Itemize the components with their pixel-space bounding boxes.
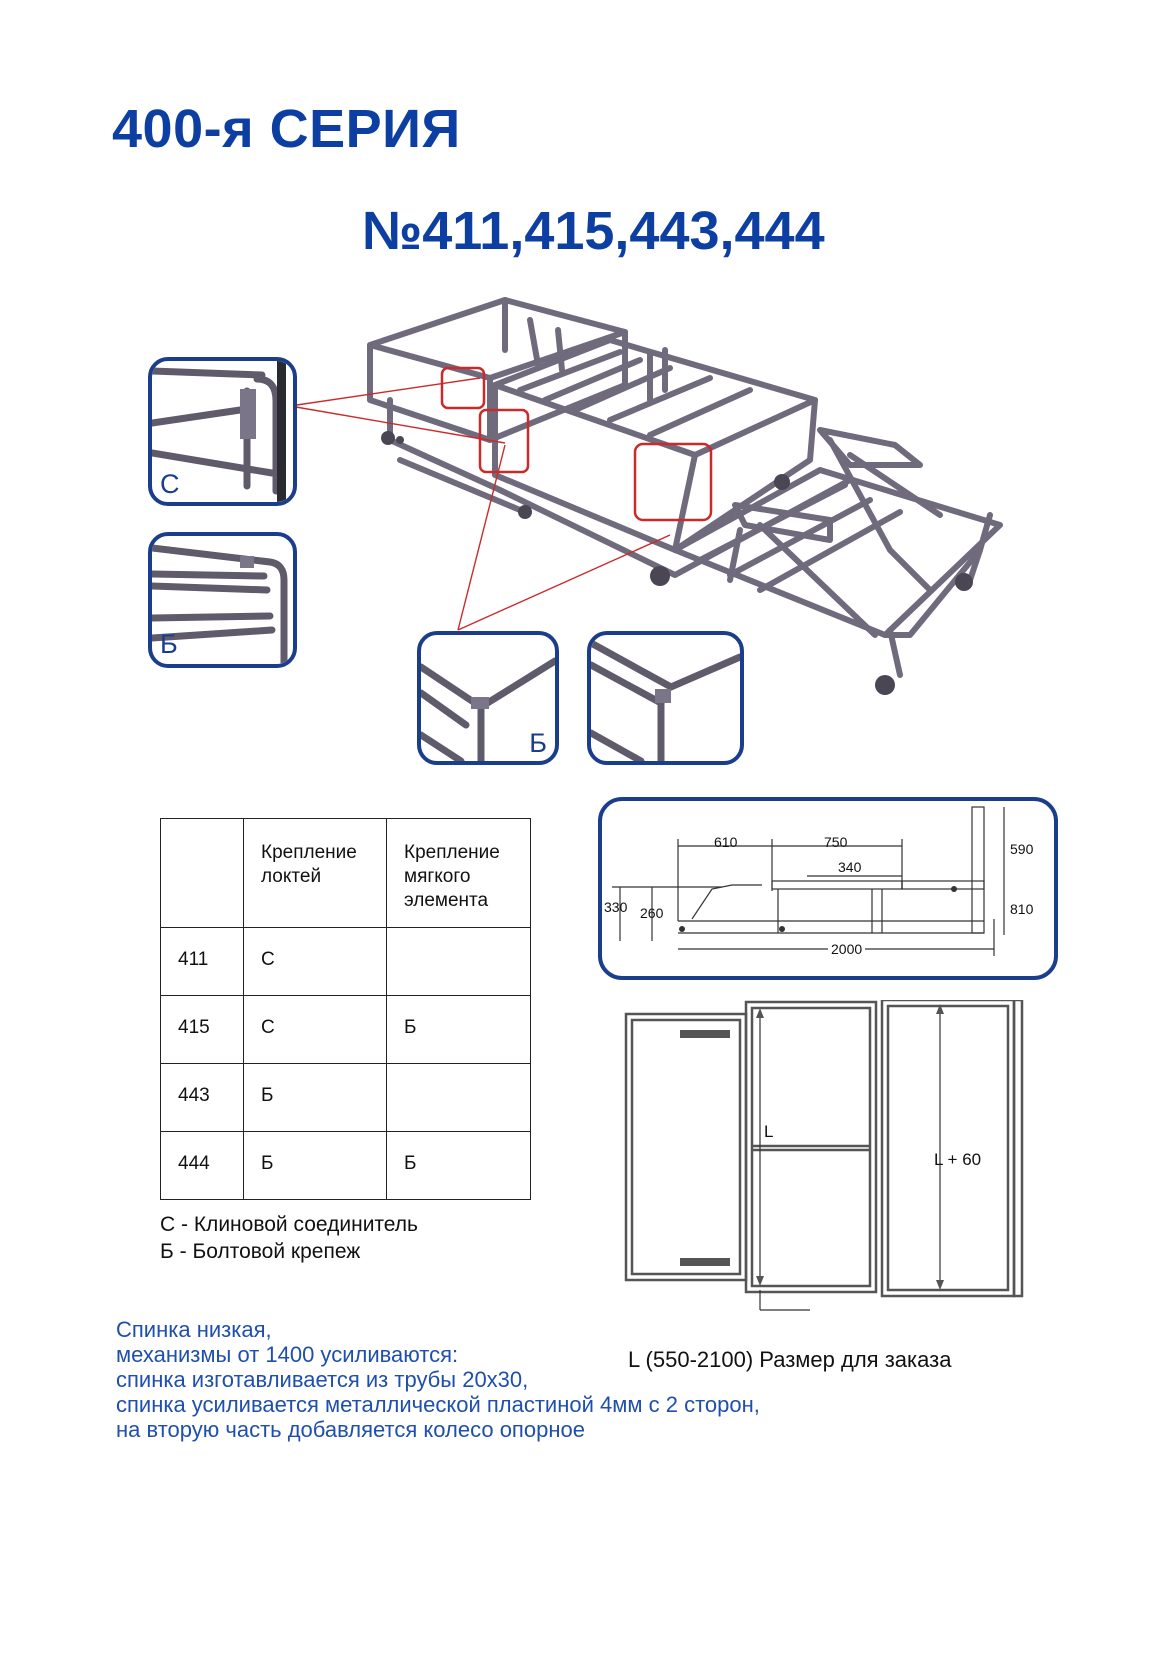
model-numbers: №411,415,443,444 (362, 201, 825, 261)
detail-box-frame-corner (587, 631, 744, 765)
note-line: Спинка низкая, (116, 1317, 272, 1342)
legend-b: Б - Болтовой крепеж (160, 1240, 361, 1263)
table-cell: 415 (160, 995, 244, 1064)
dim-2000: 2000 (828, 941, 866, 957)
series-title: 400-я СЕРИЯ (112, 99, 461, 159)
table-cell: 443 (160, 1063, 244, 1132)
plan-outer-length-label: L + 60 (934, 1150, 982, 1169)
detail-letter-b-middle: Б (529, 728, 547, 758)
note-line: на вторую часть добавляется колесо опорн… (116, 1417, 585, 1442)
frame-corner-closeup (591, 639, 740, 761)
table-row: 444 Б Б (160, 1131, 531, 1200)
table-cell: Б (243, 1131, 387, 1200)
table-header-row: Крепление локтей Крепление мягкого элеме… (160, 818, 531, 928)
note-line: спинка изготавливается из трубы 20х30, (116, 1367, 529, 1392)
folding-bed-mechanism-illustration (367, 297, 1003, 695)
dim-610: 610 (714, 834, 738, 850)
detail-letter-c: С (160, 469, 180, 499)
dim-340: 340 (838, 859, 862, 875)
table-header-cell: Крепление локтей (243, 818, 387, 928)
detail-box-bolt-fastener-left: Б (148, 532, 297, 668)
note-line: спинка усиливается металлической пластин… (116, 1392, 760, 1417)
dim-750: 750 (824, 834, 848, 850)
dim-590: 590 (1010, 841, 1034, 857)
dim-260: 260 (640, 905, 664, 921)
fastening-spec-table: Крепление локтей Крепление мягкого элеме… (160, 818, 531, 1200)
detail-box-wedge-connector: С (148, 357, 297, 506)
detail-box-bolt-fastener-middle: Б (417, 631, 559, 765)
rail-joint-closeup (152, 544, 288, 664)
dim-810: 810 (1010, 901, 1034, 917)
corner-bracket-closeup (421, 657, 555, 761)
side-view-drawing (612, 806, 1005, 956)
table-header-cell (160, 818, 244, 928)
table-row: 443 Б (160, 1063, 531, 1132)
table-cell: Б (386, 995, 531, 1064)
table-row: 415 С Б (160, 995, 531, 1064)
table-cell: Б (243, 1063, 387, 1132)
table-row: 411 С (160, 927, 531, 996)
table-cell (386, 927, 531, 996)
note-line: механизмы от 1400 усиливаются: (116, 1342, 459, 1367)
dim-330: 330 (604, 899, 628, 915)
armrest-joint-closeup (152, 361, 286, 502)
table-cell: 444 (160, 1131, 244, 1200)
plan-view-drawing (624, 1000, 1024, 1311)
notes-block: Спинка низкая, механизмы от 1400 усилива… (116, 1317, 760, 1442)
table-cell: 411 (160, 927, 244, 996)
order-size-caption: L (550-2100) Размер для заказа (628, 1347, 952, 1372)
table-cell: С (243, 995, 387, 1064)
side-view-dimension-panel: 610 750 340 590 330 260 810 2000 (598, 797, 1058, 980)
legend-c: С - Клиновой соединитель (160, 1213, 418, 1236)
table-cell (386, 1063, 531, 1132)
plan-inner-length-label: L (764, 1122, 774, 1141)
detail-letter-b-left: Б (160, 629, 178, 659)
table-cell: Б (386, 1131, 531, 1200)
table-cell: С (243, 927, 387, 996)
table-header-cell: Крепление мягкого элемента (386, 818, 531, 928)
